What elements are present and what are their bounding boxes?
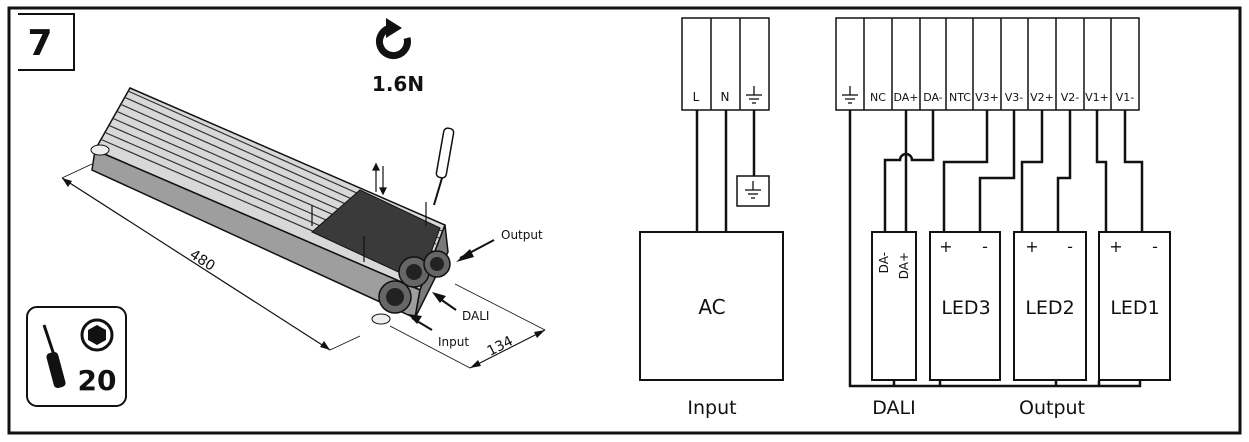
led2-label: LED2 <box>1025 297 1074 319</box>
length-value: 480 <box>187 247 218 275</box>
led3-block: + - LED3 <box>929 231 1001 381</box>
ground-icon <box>745 181 761 199</box>
terminal-label-nc: NC <box>870 91 886 104</box>
terminal-label-v3-plus: V3+ <box>975 91 999 104</box>
screwdriver-icon <box>42 324 66 389</box>
section-label-input: Input <box>687 397 736 419</box>
input-terminal-block: L N <box>681 17 770 111</box>
output-terminal-block: NC DA+ DA- NTC V3+ V3- V2+ V2- V1+ V1- <box>835 17 1140 111</box>
torque-value: 1.6N <box>372 72 424 96</box>
cable-gland <box>378 280 412 314</box>
led2-plus: + <box>1025 237 1038 256</box>
tool-box: 20 <box>26 306 127 407</box>
hex-socket-icon <box>80 318 114 352</box>
step-number: 7 <box>27 23 52 64</box>
mounting-tab <box>371 313 391 325</box>
input-callout-label: Input <box>438 335 469 349</box>
cable-gland <box>423 250 451 278</box>
torque-indicator: 1.6N <box>372 18 424 96</box>
led2-minus: - <box>1067 237 1073 256</box>
dali-plus-label: DA+ <box>897 252 911 279</box>
led3-minus: - <box>982 237 988 256</box>
mounting-tab <box>90 144 110 156</box>
terminal-label-da-plus: DA+ <box>893 91 918 104</box>
ac-block: AC <box>639 231 784 381</box>
led2-block: + - LED2 <box>1013 231 1087 381</box>
terminal-label-da-minus: DA- <box>923 91 943 104</box>
terminal-label-l: L <box>693 90 700 104</box>
led3-plus: + <box>939 237 952 256</box>
earth-terminal <box>736 175 770 207</box>
screwdriver-icon <box>433 127 455 206</box>
dali-callout: DALI <box>432 292 489 323</box>
hex-size: 20 <box>78 364 117 397</box>
terminal-label-n: N <box>721 90 730 104</box>
output-callout-label: Output <box>501 228 543 242</box>
led1-block: + - LED1 <box>1098 231 1171 381</box>
outer-frame <box>7 6 1242 435</box>
width-value: 134 <box>485 333 516 359</box>
ground-icon <box>842 86 858 104</box>
dali-minus-label: DA- <box>877 252 891 273</box>
step-number-box: 7 <box>18 13 75 71</box>
dali-callout-label: DALI <box>462 309 489 323</box>
output-wires <box>848 110 1144 388</box>
terminal-label-v2-minus: V2- <box>1061 91 1080 104</box>
section-label-dali: DALI <box>872 397 915 419</box>
input-callout: Input <box>408 314 469 349</box>
terminal-label-v2-plus: V2+ <box>1030 91 1054 104</box>
terminal-label-v3-minus: V3- <box>1005 91 1024 104</box>
led1-plus: + <box>1109 237 1122 256</box>
screw-arrows <box>311 162 427 262</box>
led1-label: LED1 <box>1110 297 1159 319</box>
led1-minus: - <box>1152 237 1158 256</box>
cable-gland <box>398 256 430 288</box>
output-callout: Output <box>456 228 543 262</box>
section-label-output: Output <box>1019 397 1085 419</box>
input-wires <box>695 110 756 232</box>
terminal-label-v1-minus: V1- <box>1116 91 1135 104</box>
led3-label: LED3 <box>941 297 990 319</box>
terminal-label-v1-plus: V1+ <box>1085 91 1109 104</box>
rotate-clockwise-icon <box>375 18 411 59</box>
ground-icon <box>746 86 762 104</box>
ac-label: AC <box>698 295 725 319</box>
driver-illustration: 480 134 Output DALI Input <box>61 87 546 369</box>
dali-device-block: DA- DA+ <box>871 231 917 381</box>
terminal-label-ntc: NTC <box>949 91 971 104</box>
